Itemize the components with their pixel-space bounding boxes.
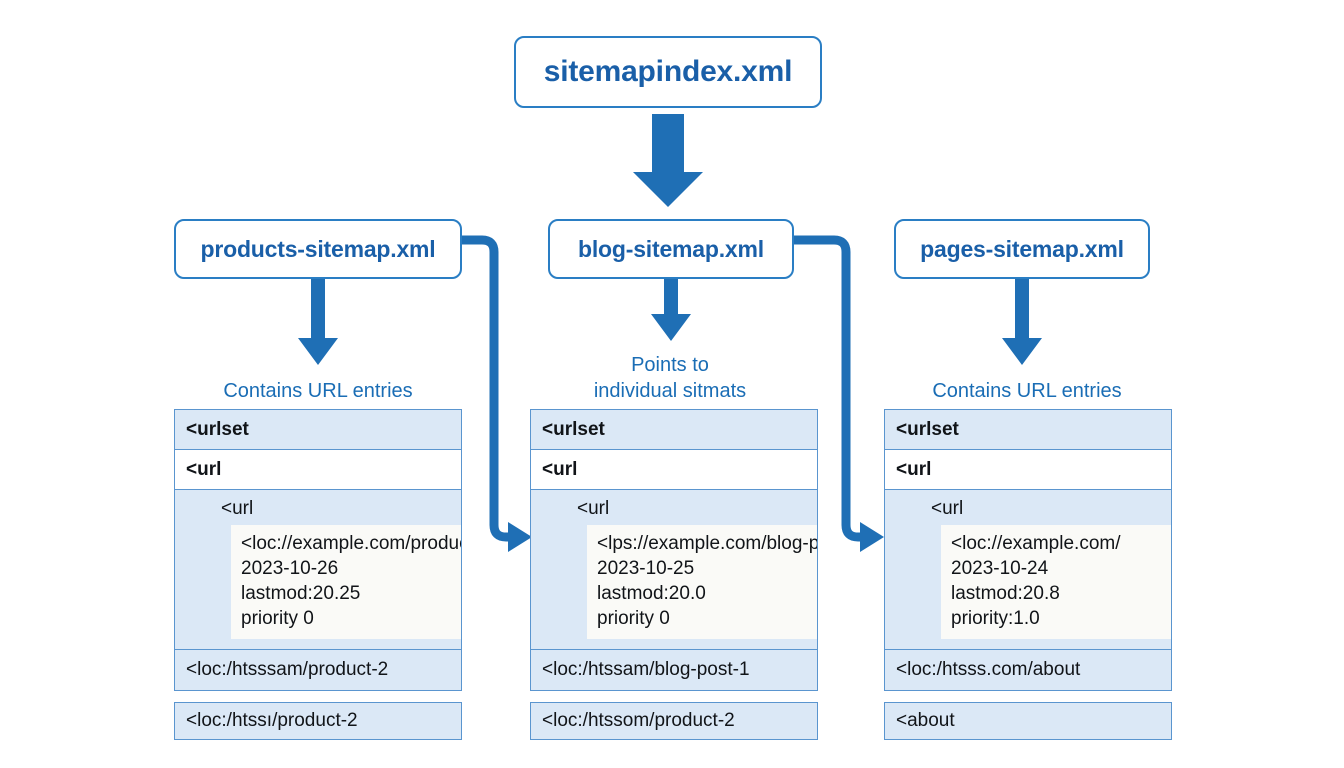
node-products-sitemap-label: products-sitemap.xml xyxy=(200,235,436,262)
xml-nested-inner: <lps://example.com/blog-post-1 2023-10-2… xyxy=(587,525,817,640)
products-to-blog-elbow xyxy=(462,235,532,552)
xml-nested-line: <loc://example.com/product-1 xyxy=(241,533,461,554)
xml-table-blog: <urlset <url <url <lps://example.com/blo… xyxy=(530,409,818,692)
xml-row-url: <url xyxy=(175,450,461,490)
xml-nested-line: 2023-10-26 xyxy=(241,558,339,580)
node-products-sitemap[interactable]: products-sitemap.xml xyxy=(174,219,462,279)
xml-nested-label: <url xyxy=(221,498,254,519)
xml-nested-line: lastmod:20.0 xyxy=(597,583,706,605)
xml-nested-block: <url <loc://example.com/product-1 2023-1… xyxy=(175,490,461,651)
xml-nested-label: <url xyxy=(931,498,964,519)
xml-nested-line: <loc://example.com/ xyxy=(951,533,1121,554)
xml-nested-line: priority 0 xyxy=(241,608,314,630)
xml-row-loc: <loc:/htsss.com/about xyxy=(885,650,1171,691)
xml-tail-row: <loc:/htssom/product-2 xyxy=(530,702,818,741)
xml-row-url: <url xyxy=(531,450,817,490)
caption-pages: Contains URL entries xyxy=(932,380,1122,402)
node-blog-sitemap-label: blog-sitemap.xml xyxy=(578,235,764,262)
caption-products: Contains URL entries xyxy=(223,380,413,402)
blog-down-arrow xyxy=(651,279,691,341)
node-blog-sitemap[interactable]: blog-sitemap.xml xyxy=(548,219,794,279)
xml-table-products: <urlset <url <url <loc://example.com/pro… xyxy=(174,409,462,692)
pages-down-arrow xyxy=(1002,279,1042,365)
xml-nested-line: 2023-10-24 xyxy=(951,558,1049,580)
xml-nested-line: <lps://example.com/blog-post-1 xyxy=(597,533,817,554)
xml-nested-label: <url xyxy=(577,498,610,519)
xml-tail-row: <loc:/htssı/product-2 xyxy=(174,702,462,741)
xml-nested-inner: <loc://example.com/product-1 2023-10-26 … xyxy=(231,525,461,640)
node-pages-sitemap-label: pages-sitemap.xml xyxy=(920,235,1124,262)
products-down-arrow xyxy=(298,279,338,365)
xml-nested-line: priority 0 xyxy=(597,608,670,630)
root-to-blog-arrow xyxy=(633,114,703,207)
xml-nested-block: <url <lps://example.com/blog-post-1 2023… xyxy=(531,490,817,651)
xml-row-urlset: <urlset xyxy=(885,410,1171,450)
xml-row-loc: <loc:/htssam/blog-post-1 xyxy=(531,650,817,691)
xml-nested-line: lastmod:20.8 xyxy=(951,583,1060,605)
xml-nested-line: lastmod:20.25 xyxy=(241,583,361,605)
xml-tail-row: <about xyxy=(884,702,1172,741)
xml-nested-block: <url <loc://example.com/ 2023-10-24 last… xyxy=(885,490,1171,651)
xml-row-url: <url xyxy=(885,450,1171,490)
xml-row-urlset: <urlset xyxy=(531,410,817,450)
xml-nested-line: 2023-10-25 xyxy=(597,558,695,580)
xml-panel-blog: <urlset <url <url <lps://example.com/blo… xyxy=(530,409,818,741)
caption-blog: Points to individual sitmats xyxy=(593,354,747,402)
xml-table-pages: <urlset <url <url <loc://example.com/ 20… xyxy=(884,409,1172,692)
xml-row-loc: <loc:/htsssam/product-2 xyxy=(175,650,461,691)
xml-nested-inner: <loc://example.com/ 2023-10-24 lastmod:2… xyxy=(941,525,1171,640)
node-pages-sitemap[interactable]: pages-sitemap.xml xyxy=(894,219,1150,279)
xml-panel-products: <urlset <url <url <loc://example.com/pro… xyxy=(174,409,462,741)
xml-nested-line: priority:1.0 xyxy=(951,608,1040,630)
node-sitemapindex[interactable]: sitemapindex.xml xyxy=(514,36,822,108)
xml-row-urlset: <urlset xyxy=(175,410,461,450)
node-sitemapindex-label: sitemapindex.xml xyxy=(543,55,793,88)
xml-panel-pages: <urlset <url <url <loc://example.com/ 20… xyxy=(884,409,1172,741)
